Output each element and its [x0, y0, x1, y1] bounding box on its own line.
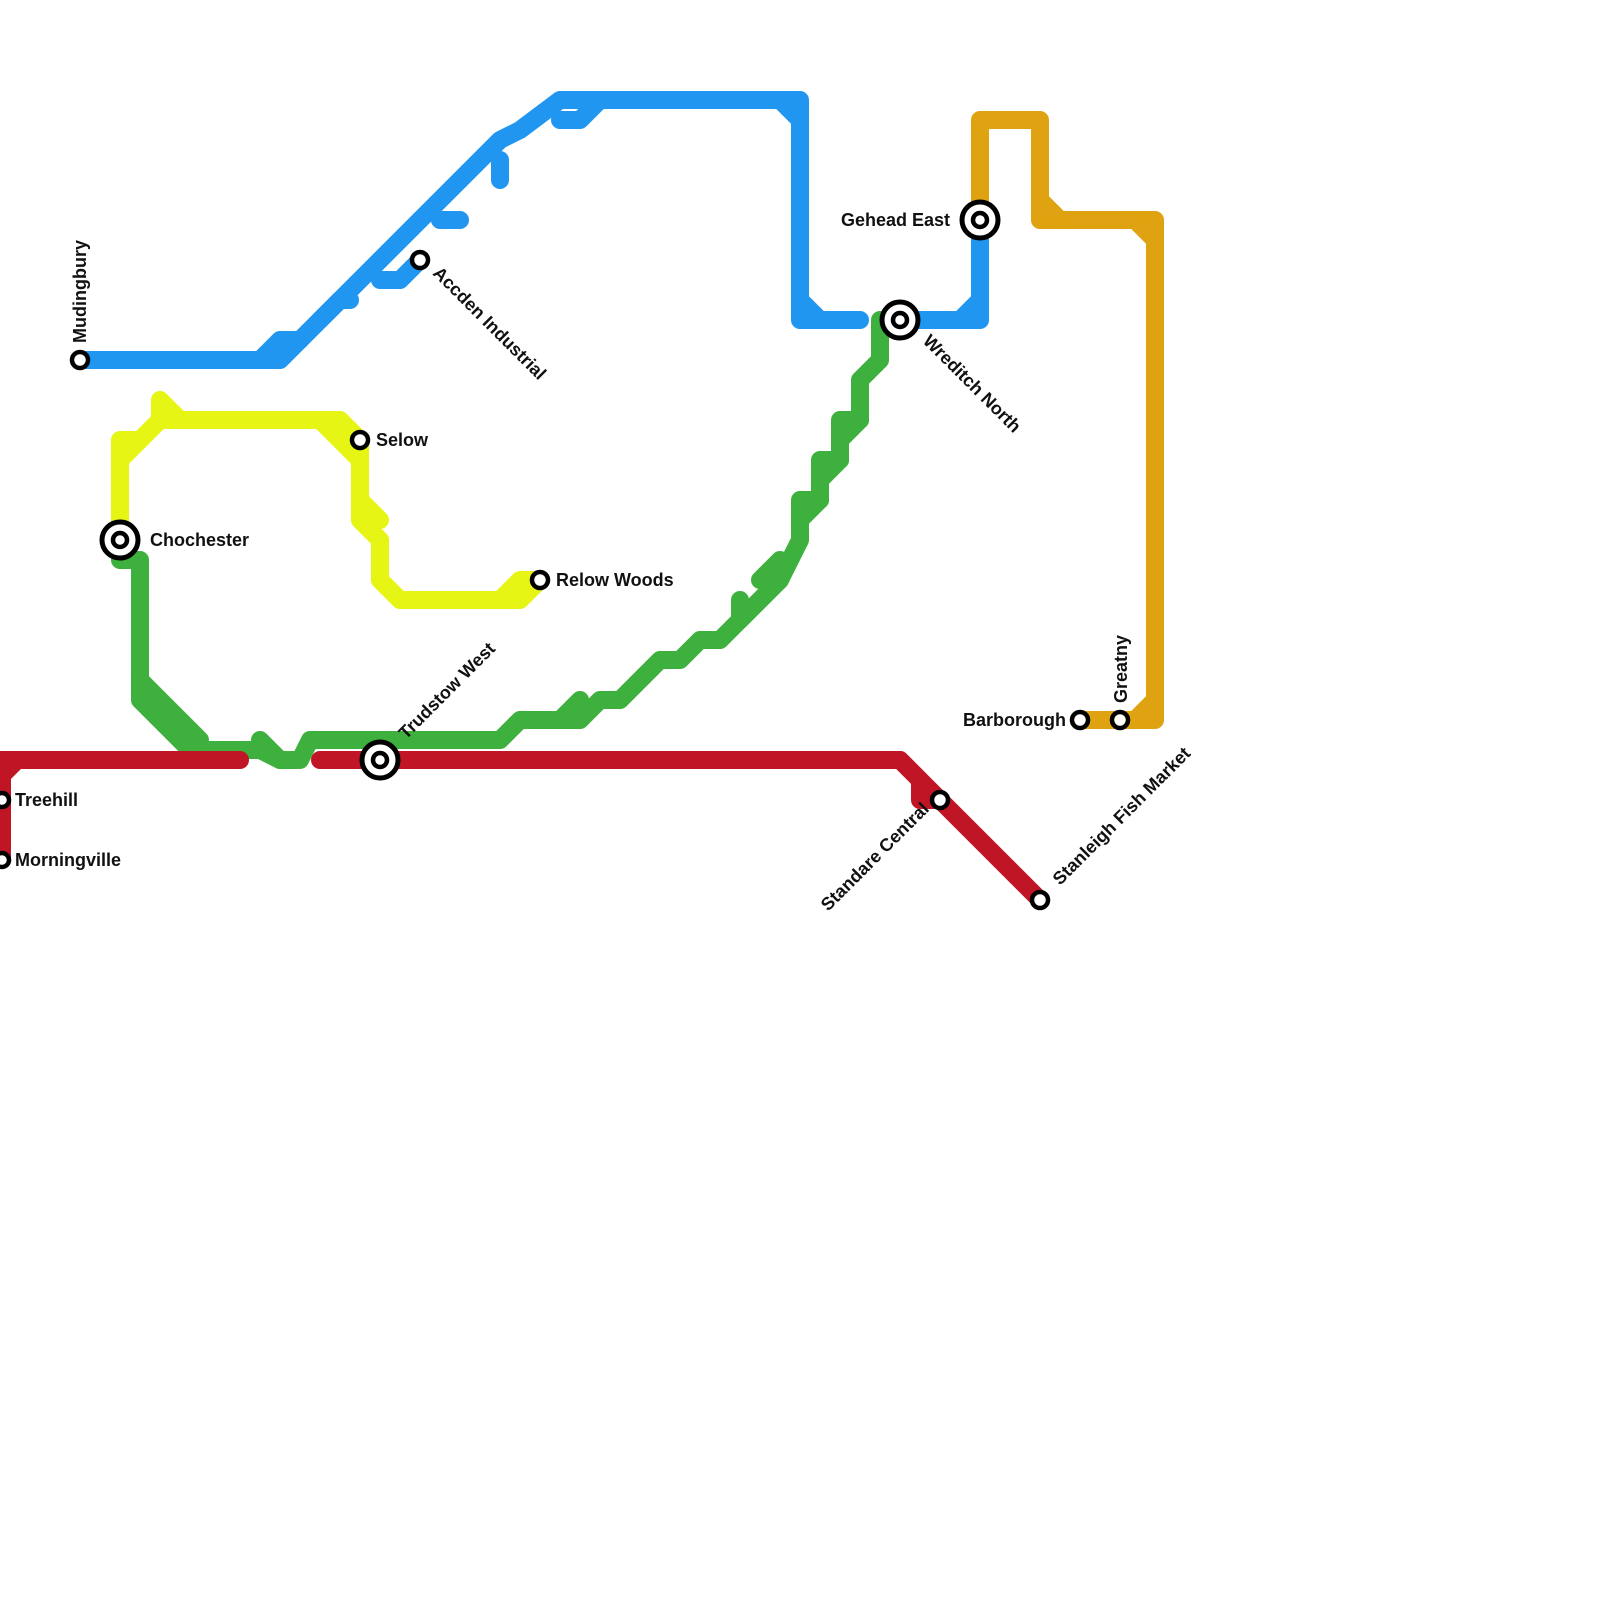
- station-wreditch-north-label: Wreditch North: [919, 331, 1025, 437]
- station-gehead-east-label: Gehead East: [841, 210, 950, 230]
- green-line-detail: [131, 411, 869, 769]
- station-accden-industrial-marker[interactable]: [409, 249, 431, 271]
- station-treehill-marker[interactable]: [0, 790, 12, 810]
- station-standare-central-marker[interactable]: [929, 789, 951, 811]
- station-chochester-inner: [110, 530, 130, 550]
- station-mudingbury-marker[interactable]: [69, 349, 91, 371]
- station-mudingbury-label: Mudingbury: [70, 240, 90, 343]
- station-gehead-east-inner: [970, 210, 990, 230]
- station-greatny-marker[interactable]: [1109, 709, 1131, 731]
- red-line: [0, 751, 1049, 909]
- yellow-line: [111, 411, 549, 609]
- station-relow-woods-marker[interactable]: [529, 569, 551, 591]
- orange-line-detail: [1031, 191, 1164, 729]
- station-relow-woods-label: Relow Woods: [556, 570, 674, 590]
- station-stanleigh-fish-market-marker[interactable]: [1029, 889, 1051, 911]
- station-stanleigh-fish-market-label: Stanleigh Fish Market: [1049, 743, 1195, 889]
- station-morningville-marker[interactable]: [0, 850, 12, 870]
- station-selow-label: Selow: [376, 430, 429, 450]
- station-treehill-label: Treehill: [15, 790, 78, 810]
- station-morningville-label: Morningville: [15, 850, 121, 870]
- red-line-branch: [0, 753, 27, 867]
- station-greatny-label: Greatny: [1111, 635, 1131, 703]
- station-chochester-label: Chochester: [150, 530, 249, 550]
- blue-line-detail: [251, 91, 989, 369]
- station-barborough-marker[interactable]: [1069, 709, 1091, 731]
- yellow-line-detail: [111, 391, 549, 609]
- station-wreditch-north-inner: [890, 310, 910, 330]
- orange-line: [971, 111, 1164, 729]
- station-trudstow-west-inner: [370, 750, 390, 770]
- stations: Mudingbury Accden Industrial Selow Choch…: [0, 199, 1195, 915]
- blue-line: [71, 91, 869, 369]
- route-lines: [0, 91, 1164, 909]
- blue-line-branch: [891, 211, 989, 329]
- station-barborough-label: Barborough: [963, 710, 1066, 730]
- station-trudstow-west-label: Trudstow West: [395, 638, 499, 742]
- station-accden-industrial-label: Accden Industrial: [429, 263, 550, 384]
- station-selow-marker[interactable]: [349, 429, 371, 451]
- station-standare-central-label: Standare Central: [817, 799, 933, 915]
